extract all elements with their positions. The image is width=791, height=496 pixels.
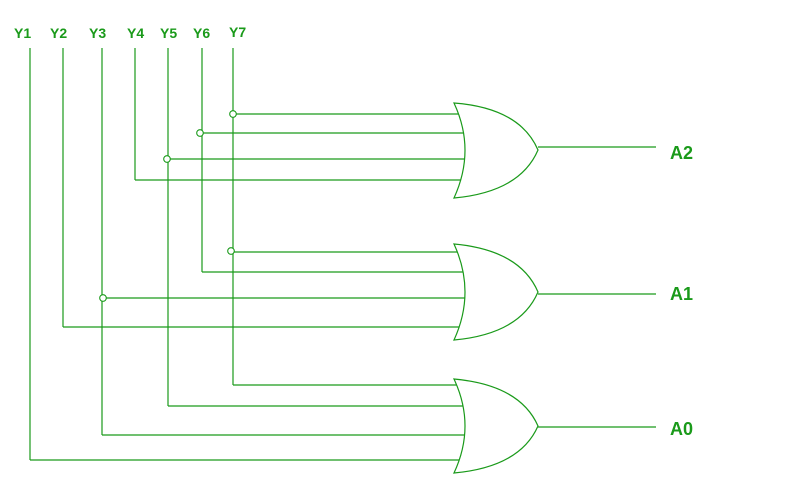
junction-dot-y7-a1	[227, 247, 235, 255]
or-gate-a0	[453, 378, 539, 474]
input-label-y5: Y5	[160, 25, 177, 41]
input-label-y7: Y7	[229, 24, 246, 40]
input-label-y6: Y6	[193, 25, 210, 41]
junction-dot-y5-a2	[163, 155, 171, 163]
output-label-a2: A2	[670, 143, 693, 163]
or-gate-a2	[453, 102, 539, 199]
junction-dot-y6-a2	[196, 129, 204, 137]
input-label-y2: Y2	[50, 25, 67, 41]
input-label-y3: Y3	[89, 25, 106, 41]
junction-dot-y7-a2	[229, 110, 237, 118]
output-label-a1: A1	[670, 284, 693, 304]
junction-dot-y3-a1	[99, 294, 107, 302]
input-label-y1: Y1	[14, 25, 31, 41]
output-label-a0: A0	[670, 419, 693, 439]
input-label-y4: Y4	[127, 25, 144, 41]
or-gate-a1	[453, 243, 539, 341]
